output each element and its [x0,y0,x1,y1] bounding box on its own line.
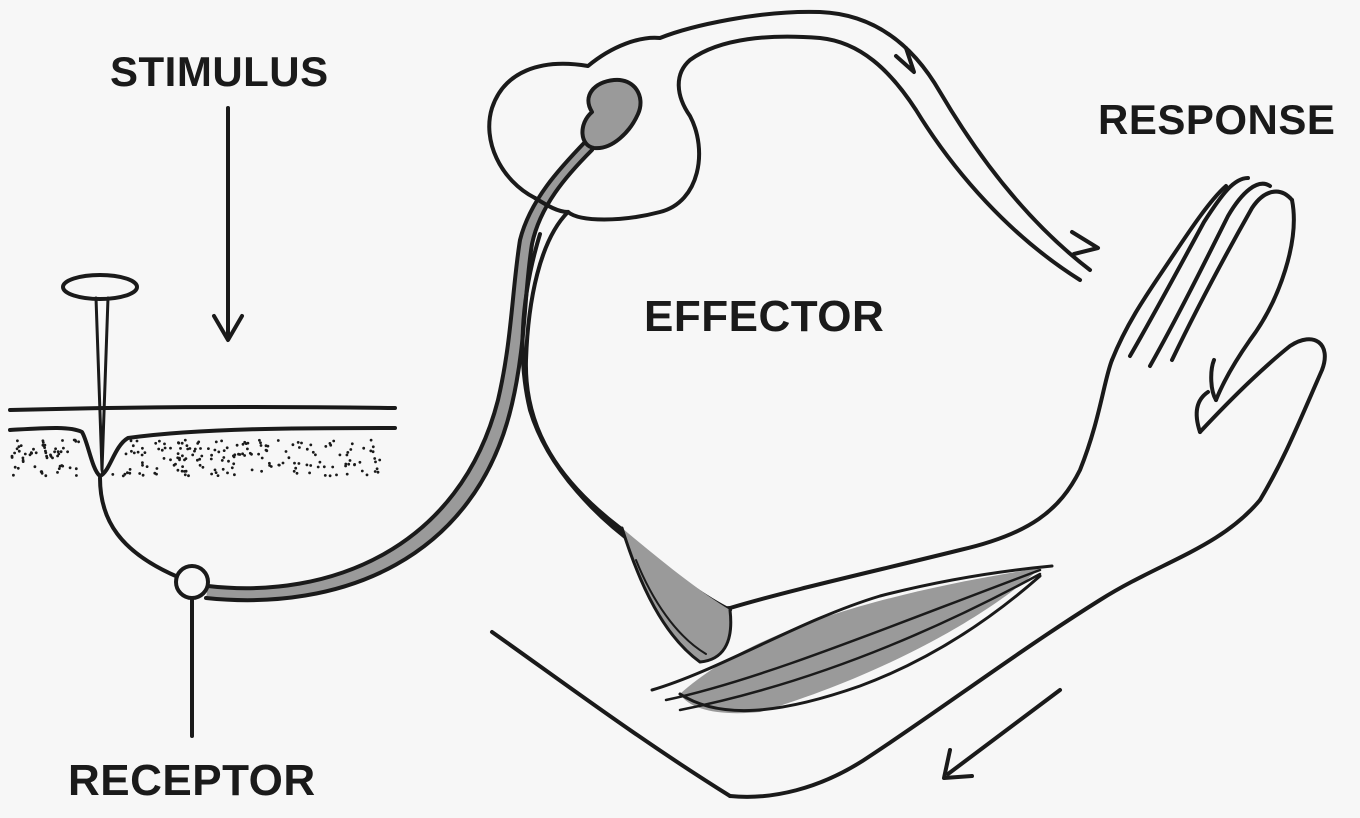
pin-icon [61,273,139,472]
sensory-neuron [98,77,643,603]
stimulus-label: STIMULUS [110,48,329,95]
response-flow-arrow [894,46,1100,256]
receptor-node [174,564,210,738]
effector-muscle [620,526,1054,714]
skin-dermis-dots [10,438,382,478]
movement-arrow [942,688,1062,780]
stimulus-arrow [212,106,244,342]
response-label: RESPONSE [1098,96,1336,143]
skin-surface [8,404,397,478]
motor-neuron [520,210,732,612]
effector-label: EFFECTOR [644,292,885,341]
receptor-label: RECEPTOR [68,756,316,805]
arm [490,176,1327,799]
